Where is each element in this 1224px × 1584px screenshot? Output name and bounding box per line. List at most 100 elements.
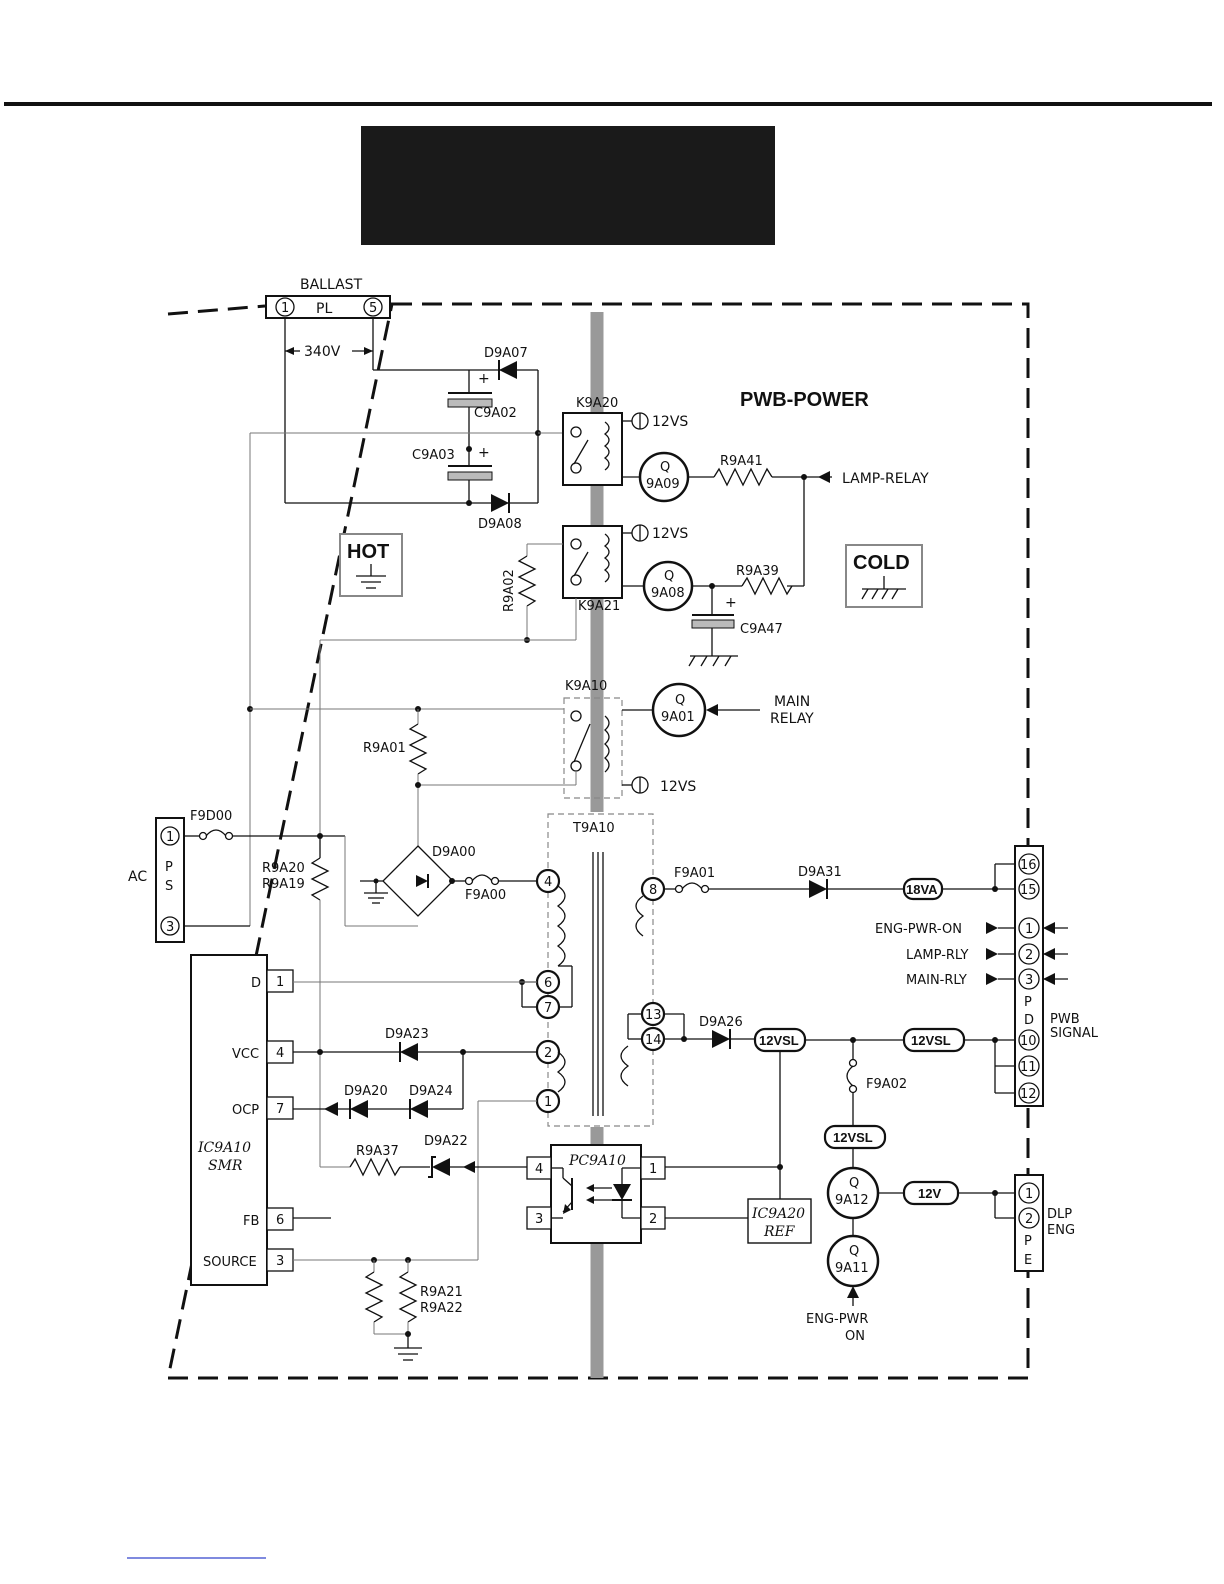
supply-12vsl-c xyxy=(823,1124,887,1150)
svg-text:LAMP-RLY: LAMP-RLY xyxy=(906,948,968,963)
svg-text:3: 3 xyxy=(535,1212,543,1227)
svg-text:1: 1 xyxy=(281,301,289,316)
svg-text:1: 1 xyxy=(166,830,174,845)
svg-text:VCC: VCC xyxy=(232,1047,259,1062)
svg-text:2: 2 xyxy=(1025,1212,1033,1227)
svg-text:PWB: PWB xyxy=(1050,1012,1080,1027)
diode-d9a07 xyxy=(499,361,517,379)
svg-text:T9A10: T9A10 xyxy=(572,821,615,836)
svg-text:3: 3 xyxy=(1025,973,1033,988)
svg-text:ENG-PWR: ENG-PWR xyxy=(806,1312,868,1327)
svg-text:Q: Q xyxy=(849,1244,859,1259)
svg-text:R9A37: R9A37 xyxy=(356,1144,399,1159)
svg-text:1: 1 xyxy=(1025,1187,1033,1202)
svg-text:13: 13 xyxy=(645,1008,662,1023)
svg-text:PL: PL xyxy=(316,301,332,317)
svg-text:2: 2 xyxy=(1025,948,1033,963)
svg-text:12VSL: 12VSL xyxy=(833,1130,873,1145)
svg-text:7: 7 xyxy=(276,1102,284,1117)
svg-text:OCP: OCP xyxy=(232,1103,259,1118)
svg-text:18VA: 18VA xyxy=(906,882,938,897)
svg-text:R9A21: R9A21 xyxy=(420,1285,463,1300)
svg-text:12VS: 12VS xyxy=(652,526,688,542)
svg-text:7: 7 xyxy=(544,1001,552,1016)
svg-text:R9A01: R9A01 xyxy=(363,741,406,756)
capacitor-c9a02 xyxy=(447,398,493,408)
svg-text:SIGNAL: SIGNAL xyxy=(1050,1026,1099,1041)
svg-text:15: 15 xyxy=(1020,883,1037,898)
svg-text:D9A23: D9A23 xyxy=(385,1027,429,1042)
svg-text:10: 10 xyxy=(1020,1034,1037,1049)
svg-text:11: 11 xyxy=(1020,1060,1037,1075)
svg-text:1: 1 xyxy=(276,975,284,990)
svg-text:D9A24: D9A24 xyxy=(409,1084,453,1099)
ballast-connector xyxy=(265,295,391,319)
svg-text:12V: 12V xyxy=(918,1186,941,1201)
resistor-r9a20 xyxy=(310,857,330,901)
board-title: PWB-POWER xyxy=(740,389,869,411)
svg-text:D9A26: D9A26 xyxy=(699,1015,743,1030)
svg-text:12: 12 xyxy=(1020,1087,1037,1102)
svg-text:6: 6 xyxy=(276,1213,284,1228)
svg-text:D9A00: D9A00 xyxy=(432,845,476,860)
resistor-r9a41 xyxy=(713,467,773,487)
svg-text:6: 6 xyxy=(544,976,552,991)
svg-text:D: D xyxy=(1024,1013,1034,1028)
svg-text:ENG-PWR-ON: ENG-PWR-ON xyxy=(875,922,962,937)
diode-d9a08 xyxy=(491,494,509,512)
fuse-f9a01 xyxy=(681,882,703,890)
svg-text:IC9A10: IC9A10 xyxy=(197,1140,251,1156)
svg-text:+: + xyxy=(478,371,490,387)
svg-text:16: 16 xyxy=(1020,858,1037,873)
svg-text:F9D00: F9D00 xyxy=(190,809,232,824)
svg-text:COLD: COLD xyxy=(853,552,910,574)
svg-text:SMR: SMR xyxy=(208,1158,243,1174)
svg-text:14: 14 xyxy=(645,1033,662,1048)
fuse-f9a00 xyxy=(471,874,493,882)
svg-text:AC: AC xyxy=(128,869,147,885)
svg-text:F9A00: F9A00 xyxy=(465,888,506,903)
ballast-label: BALLAST xyxy=(300,277,363,293)
svg-text:ON: ON xyxy=(845,1329,865,1344)
diode-d9a24 xyxy=(410,1100,428,1118)
svg-text:K9A10: K9A10 xyxy=(565,679,607,694)
svg-text:R9A39: R9A39 xyxy=(736,564,779,579)
svg-text:1: 1 xyxy=(649,1162,657,1177)
svg-text:D9A08: D9A08 xyxy=(478,517,522,532)
svg-text:P: P xyxy=(165,860,173,875)
svg-text:8: 8 xyxy=(649,883,657,898)
diode-d9a23 xyxy=(400,1043,418,1061)
svg-text:REF: REF xyxy=(763,1224,796,1240)
svg-text:F9A01: F9A01 xyxy=(674,866,715,881)
svg-text:E: E xyxy=(1024,1253,1032,1268)
svg-text:Q: Q xyxy=(664,569,674,584)
svg-text:D: D xyxy=(251,976,261,991)
svg-text:D9A07: D9A07 xyxy=(484,346,528,361)
svg-text:R9A20: R9A20 xyxy=(262,861,305,876)
bridge-d9a00 xyxy=(382,845,454,917)
ic-ic9a20 xyxy=(747,1198,812,1244)
svg-text:P: P xyxy=(1024,1234,1032,1249)
svg-text:Q: Q xyxy=(675,693,685,708)
svg-text:Q: Q xyxy=(849,1176,859,1191)
svg-text:1: 1 xyxy=(544,1095,552,1110)
svg-text:Q: Q xyxy=(660,460,670,475)
relay-k9a10 xyxy=(563,697,623,799)
resistor-r9a21 xyxy=(364,1271,384,1323)
fuse-f9d00 xyxy=(205,829,227,837)
svg-text:RELAY: RELAY xyxy=(770,711,814,727)
svg-text:R9A19: R9A19 xyxy=(262,877,305,892)
svg-text:SOURCE: SOURCE xyxy=(203,1255,257,1270)
svg-text:2: 2 xyxy=(649,1212,657,1227)
svg-text:5: 5 xyxy=(369,301,377,316)
voltage-340v: 340V xyxy=(304,344,341,360)
svg-text:PC9A10: PC9A10 xyxy=(568,1153,626,1169)
capacitor-c9a47 xyxy=(691,619,735,629)
board-outline xyxy=(166,302,1030,1380)
transformer-t9a10 xyxy=(547,813,654,1127)
capacitor-c9a03 xyxy=(447,471,493,481)
header-block xyxy=(361,126,775,245)
signal-lamp-relay: LAMP-RELAY xyxy=(842,471,929,487)
resistor-r9a02 xyxy=(517,555,537,607)
